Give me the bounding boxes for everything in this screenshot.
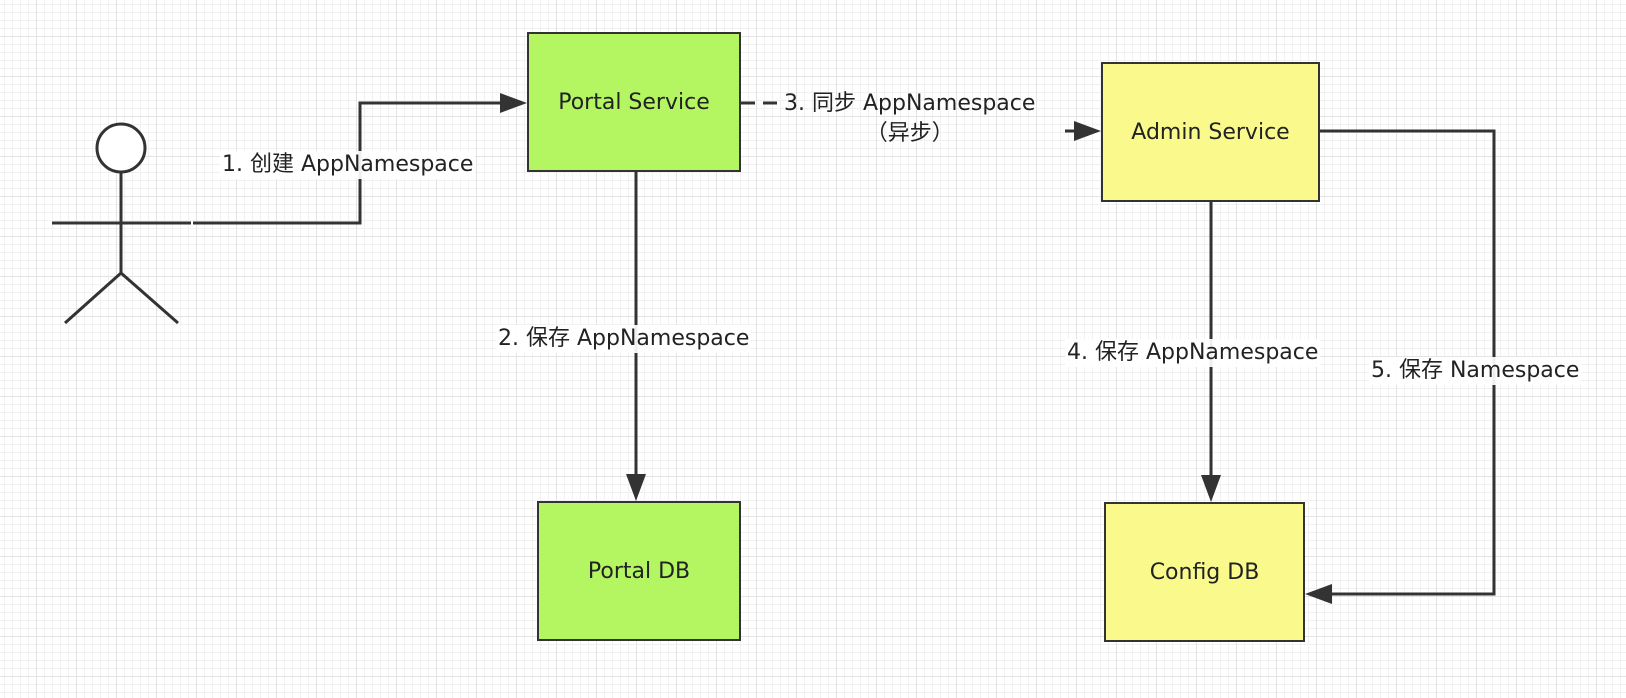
edge-label-save-portal: 2. 保存 AppNamespace: [496, 325, 752, 353]
node-admin-service-label: Admin Service: [1131, 119, 1290, 145]
edge-save-config-ns-arrowhead: [1305, 584, 1332, 604]
node-admin-service: Admin Service: [1101, 62, 1320, 202]
stick-figure-user-icon: [52, 122, 191, 325]
node-portal-db: Portal DB: [537, 501, 741, 641]
edge-label-save-config-appns: 4. 保存 AppNamespace: [1065, 339, 1321, 367]
edge-label-sync-line1: 3. 同步 AppNamespace: [784, 91, 1036, 116]
edge-label-create: 1. 创建 AppNamespace: [220, 151, 476, 179]
node-portal-db-label: Portal DB: [587, 558, 691, 584]
edge-save-config-appns-arrowhead: [1201, 475, 1221, 502]
edge-sync-arrowhead: [1074, 121, 1101, 141]
edge-label-sync-line2: （异步）: [865, 121, 954, 146]
node-config-db-label: Config DB: [1149, 559, 1260, 585]
edge-save-portal-arrowhead: [626, 474, 646, 501]
node-config-db: Config DB: [1104, 502, 1305, 642]
edge-create-arrowhead: [500, 93, 527, 113]
node-portal-service: Portal Service: [527, 32, 741, 172]
edge-label-save-config-ns: 5. 保存 Namespace: [1369, 357, 1582, 385]
node-portal-service-label: Portal Service: [558, 89, 710, 115]
edge-label-sync: 3. 同步 AppNamespace （异步）: [782, 89, 1037, 149]
